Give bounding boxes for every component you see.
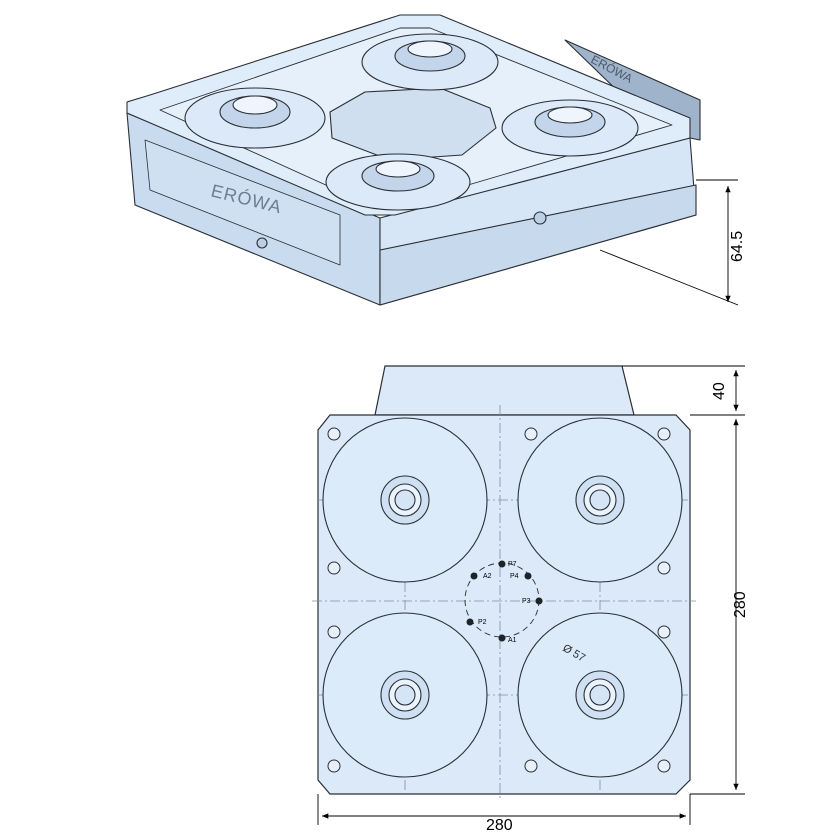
dim-horizontal [317, 794, 691, 825]
pin-p4: P4 [510, 573, 519, 580]
top-tab [374, 365, 635, 416]
chuck-bottom-right [517, 612, 683, 778]
dim-vertical [690, 419, 745, 795]
chuck-top-left [322, 417, 488, 583]
iso-chuck-left [184, 87, 326, 149]
isometric-view [126, 14, 701, 306]
iso-left-recess [144, 139, 341, 266]
dim-horizontal-label: 280 [486, 817, 513, 834]
bolt-holes [327, 427, 671, 773]
iso-center-octagon [329, 87, 497, 161]
pins [466, 560, 543, 642]
chuck-top-right [517, 417, 683, 583]
dim-height [599, 179, 739, 306]
pin-p2: P2 [478, 619, 487, 626]
iso-right-step [379, 184, 697, 306]
dim-vertical-label: 280 [732, 591, 749, 618]
pin-p3: P3 [522, 598, 531, 605]
iso-chuck-back [361, 33, 499, 91]
dim-top-offset [622, 365, 745, 416]
pin-p7: P7 [508, 561, 517, 568]
pin-a2: A2 [483, 573, 492, 580]
dim-top-offset-label: 40 [711, 382, 728, 400]
iso-chuck-right [501, 99, 639, 157]
iso-chuck-front [325, 153, 471, 211]
chuck-bottom-left [322, 612, 488, 778]
pin-a1: A1 [508, 637, 517, 644]
dim-height-label: 64.5 [729, 231, 746, 262]
